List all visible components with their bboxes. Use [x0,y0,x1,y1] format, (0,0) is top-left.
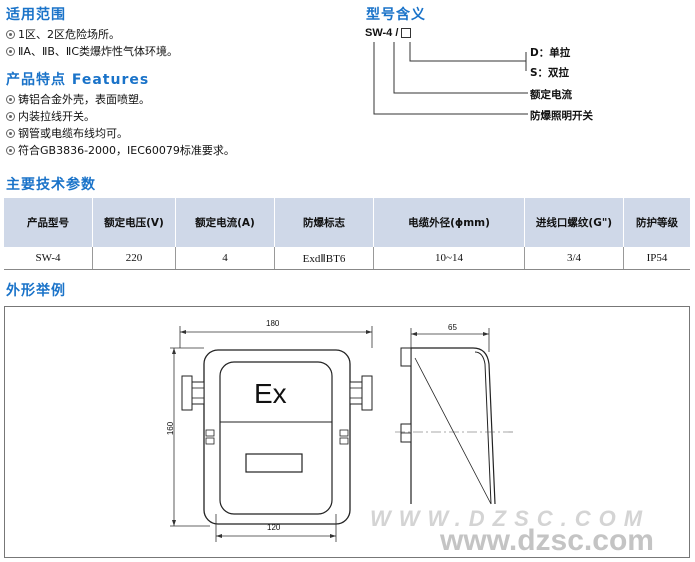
watermark-faint: WWW.DZSC.COM [370,506,651,531]
bullet-icon [6,128,15,138]
table-header: 额定电流(A) [175,198,275,247]
bullet-icon [6,29,15,39]
table-header: 额定电压(V) [92,198,176,247]
table-cell: 4 [175,247,275,270]
bullet-icon [6,46,15,56]
drawing-frame [4,306,690,558]
bullet-icon [6,145,15,155]
table-header: 防爆标志 [274,198,374,247]
table-cell: 220 [92,247,176,270]
side-view-drawing [395,328,513,505]
table-cell: SW-4 [4,247,93,270]
feature-item: 铸铝合金外壳，表面喷塑。 [6,91,150,108]
table-cell: 3/4 [524,247,624,270]
table-header: 防护等级 [623,198,690,247]
table-row: SW-4 220 4 ExdⅡBT6 10~14 3/4 IP54 [4,247,690,270]
placeholder-box-icon [401,28,412,39]
feature-item: 内装拉线开关。 [6,108,95,125]
table-header: 产品型号 [4,198,93,247]
bullet-icon [6,94,15,104]
params-title: 主要技术参数 [6,177,96,193]
model-leader-lines [373,42,528,115]
model-title: 型号含义 [366,7,426,23]
table-header-row: 产品型号 额定电压(V) 额定电流(A) 防爆标志 电缆外径(ϕmm) 进线口螺… [4,198,690,247]
current-label: 额定电流 [530,89,572,101]
dim-height-label: 160 [166,421,176,436]
model-code: SW-4 / [365,27,412,39]
spec-table: 产品型号 额定电压(V) 额定电流(A) 防爆标志 电缆外径(ϕmm) 进线口螺… [4,198,690,270]
table-cell: 10~14 [373,247,525,270]
s-label: S：双拉 [530,67,570,79]
watermark-main: www.dzsc.com [440,524,654,557]
dim-depth-label: 65 [448,323,457,332]
table-header: 进线口螺纹(G") [524,198,624,247]
scope-item: 1区、2区危险场所。 [6,26,120,43]
dim-bottom-label: 120 [267,523,281,532]
scope-item: ⅡA、ⅡB、ⅡC类爆炸性气体环境。 [6,43,178,60]
feature-item: 钢管或电缆布线均可。 [6,125,128,142]
table-header: 电缆外径(ϕmm) [373,198,525,247]
scope-title: 适用范围 [6,7,66,23]
d-label: D：单拉 [530,47,571,59]
type-label: 防爆照明开关 [530,110,593,122]
features-title: 产品特点 Features [6,72,150,88]
bullet-icon [6,111,15,121]
table-cell: ExdⅡBT6 [274,247,374,270]
appearance-title: 外形举例 [6,283,66,299]
ex-mark: Ex [254,378,287,409]
feature-item: 符合GB3836-2000，IEC60079标准要求。 [6,142,235,159]
table-cell: IP54 [623,247,690,270]
front-view-drawing [170,326,373,542]
dim-width-label: 180 [266,319,280,328]
